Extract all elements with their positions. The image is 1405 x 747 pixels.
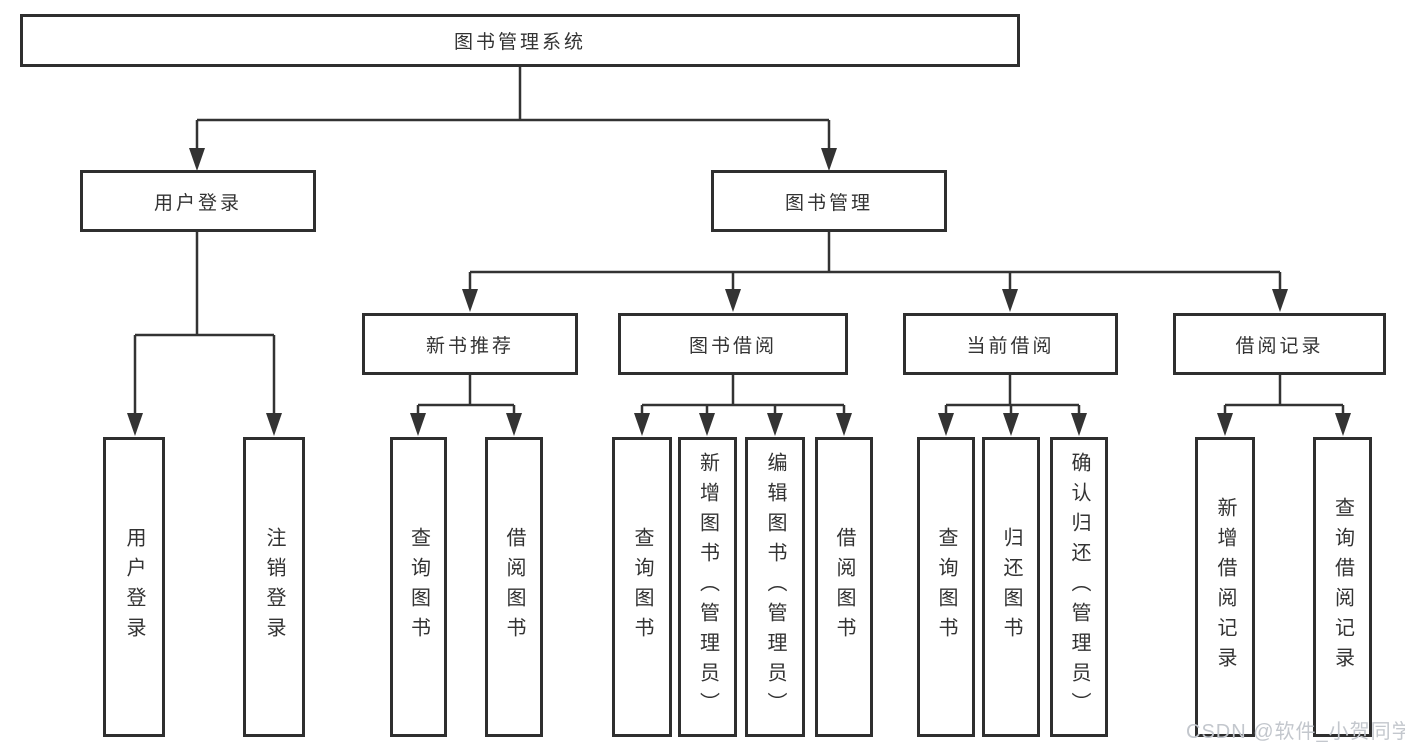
node-user-login-group: 用户登录 [80,170,316,232]
node-book-borrowing: 图书借阅 [618,313,848,375]
leaf-cb-confirm-return-label: 确认归还（管理员） [1068,452,1090,722]
connector-path [133,66,1345,415]
leaf-cb-query-books-label: 查询图书 [935,527,957,647]
leaf-nbr-query-books-label: 查询图书 [407,527,430,647]
node-user-login-group-label: 用户登录 [153,192,242,214]
leaf-bb-borrow-books: 借阅图书 [815,437,873,737]
leaf-br-query-record-label: 查询借阅记录 [1331,497,1354,677]
leaf-cb-return-books-label: 归还图书 [1000,527,1022,647]
leaf-logout-label: 注销登录 [263,527,285,647]
node-borrowing-records-label: 借阅记录 [1235,335,1324,357]
arrowhead-icons [127,148,1351,436]
leaf-cb-query-books: 查询图书 [917,437,975,737]
node-current-borrowing: 当前借阅 [903,313,1118,375]
leaf-br-query-record: 查询借阅记录 [1313,437,1372,737]
node-root: 图书管理系统 [20,14,1020,67]
leaf-cb-confirm-return: 确认归还（管理员） [1050,437,1108,737]
node-new-book-recommend: 新书推荐 [362,313,578,375]
leaf-nbr-query-books: 查询图书 [390,437,447,737]
leaf-br-add-record-label: 新增借阅记录 [1214,497,1236,677]
node-borrowing-records: 借阅记录 [1173,313,1386,375]
csdn-watermark: CSDN @软件_小贺同学 [1186,721,1405,743]
leaf-bb-query-books-label: 查询图书 [631,527,653,647]
node-book-borrowing-label: 图书借阅 [688,335,777,357]
node-current-borrowing-label: 当前借阅 [966,335,1055,357]
node-new-book-recommend-label: 新书推荐 [425,335,514,357]
leaf-bb-query-books: 查询图书 [612,437,672,737]
leaf-bb-edit-books-label: 编辑图书（管理员） [764,452,786,722]
leaf-br-add-record: 新增借阅记录 [1195,437,1255,737]
leaf-bb-borrow-books-label: 借阅图书 [833,527,855,647]
leaf-nbr-borrow-books-label: 借阅图书 [503,527,525,647]
leaf-bb-edit-books: 编辑图书（管理员） [745,437,805,737]
leaf-user-login: 用户登录 [103,437,165,737]
node-book-management-group: 图书管理 [711,170,947,232]
leaf-cb-return-books: 归还图书 [982,437,1040,737]
node-root-label: 图书管理系统 [453,32,586,53]
leaf-bb-add-books-label: 新增图书（管理员） [696,452,719,722]
leaf-nbr-borrow-books: 借阅图书 [485,437,543,737]
leaf-user-login-label: 用户登录 [123,527,145,647]
node-book-management-group-label: 图书管理 [784,192,873,214]
leaf-bb-add-books: 新增图书（管理员） [678,437,737,737]
leaf-logout: 注销登录 [243,437,305,737]
